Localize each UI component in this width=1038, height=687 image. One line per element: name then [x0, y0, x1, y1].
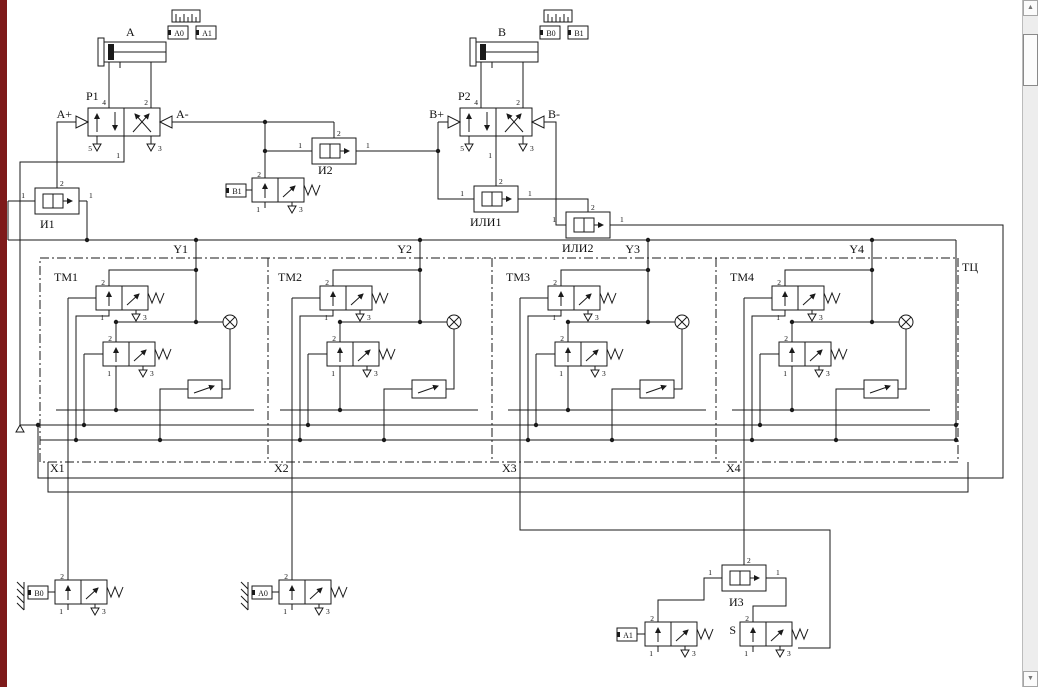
valve-b1[interactable]: [246, 170, 320, 214]
p2-port2-label: 2: [516, 98, 520, 107]
sensor-b0-label: B0: [34, 589, 43, 598]
sensor-box-b0-top[interactable]: B0: [539, 25, 561, 40]
sensor-b1-label: B1: [232, 187, 241, 196]
cylinder-b-label: B: [498, 25, 506, 39]
left-panel-strip: [0, 0, 7, 687]
valve-a0-bottom[interactable]: [240, 572, 347, 616]
p1-port5-label: 5: [88, 144, 92, 153]
wiring-top-left: [7, 62, 335, 433]
pilot-b-plus-label: B+: [429, 107, 444, 121]
cylinder-b[interactable]: [469, 9, 573, 68]
x3-label: X3: [502, 461, 517, 475]
sensor-a1-label: A1: [623, 631, 633, 640]
and-i2-label: И2: [318, 163, 333, 177]
valve-p1-label: P1: [86, 89, 99, 103]
schematic-canvas[interactable]: 2 1 3 1 2 1: [7, 0, 1022, 687]
p2-port5-label: 5: [460, 144, 464, 153]
sensor-a1-label: A1: [202, 29, 212, 38]
pilot-a-plus-label: A+: [57, 107, 73, 121]
tm4-label: TM4: [730, 270, 754, 284]
p1-port1-label: 1: [116, 151, 120, 160]
x4-label: X4: [726, 461, 741, 475]
sensor-a0-label: A0: [258, 589, 268, 598]
timer-module-tm2[interactable]: [280, 268, 478, 462]
wiring-y-x-lines: [67, 240, 873, 649]
scroll-up-icon: ▲: [1027, 4, 1034, 11]
p1-port4-label: 4: [102, 98, 106, 107]
cylinder-a[interactable]: [97, 9, 201, 68]
y2-label: Y2: [397, 242, 412, 256]
sensor-a0-label: A0: [174, 29, 184, 38]
scroll-up-button[interactable]: ▲: [1023, 0, 1038, 16]
sensor-box-b1-valve[interactable]: B1: [225, 183, 247, 198]
valve-a1-bottom[interactable]: [637, 614, 713, 658]
tm1-label: TM1: [54, 270, 78, 284]
wiring-i3-group: [657, 577, 787, 616]
y1-label: Y1: [173, 242, 188, 256]
and-element-i3[interactable]: [708, 556, 780, 591]
vertical-scrollbar[interactable]: ▲ ▼: [1022, 0, 1038, 687]
or2-label: ИЛИ2: [562, 241, 593, 255]
y4-label: Y4: [849, 242, 864, 256]
or-element-or2[interactable]: [552, 203, 624, 238]
tm2-label: TM2: [278, 270, 302, 284]
p1-port2-label: 2: [144, 98, 148, 107]
timer-enclosure-border: [39, 257, 959, 463]
sensor-b0-label: B0: [546, 29, 555, 38]
sensor-b1-label: B1: [574, 29, 583, 38]
s-valve-label: S: [729, 623, 736, 637]
wiring-bus: [8, 239, 969, 493]
p2-port4-label: 4: [474, 98, 478, 107]
diagram-labels: A B P1 P2 4 2 5 1 3 4 2 5 1 3 A+ A- B+ B…: [40, 25, 978, 637]
junction-dots: [35, 119, 959, 443]
timer-module-tm4[interactable]: [732, 268, 930, 462]
x2-label: X2: [274, 461, 289, 475]
valve-b0-bottom[interactable]: [16, 572, 123, 616]
tc-label: ТЦ: [962, 260, 978, 274]
sensor-box-a0-valve[interactable]: A0: [251, 585, 273, 600]
pilot-a-minus-label: A-: [176, 107, 189, 121]
and-i1-label: И1: [40, 217, 55, 231]
valve-s-bottom[interactable]: [740, 614, 808, 658]
sensor-box-a1-top[interactable]: A1: [195, 25, 217, 40]
p2-port3-label: 3: [530, 144, 534, 153]
and-i3-label: И3: [729, 595, 744, 609]
cylinder-a-label: A: [126, 25, 135, 39]
sensor-box-a1-valve[interactable]: A1: [616, 627, 638, 642]
timer-module-tm3[interactable]: [508, 268, 706, 462]
scrollbar-thumb[interactable]: [1023, 34, 1038, 86]
wiring-top-right: [37, 62, 1004, 479]
sensor-box-b1-top[interactable]: B1: [567, 25, 589, 40]
p1-port3-label: 3: [158, 144, 162, 153]
tm3-label: TM3: [506, 270, 530, 284]
sensor-box-b0-valve[interactable]: B0: [27, 585, 49, 600]
p2-port1-label: 1: [488, 151, 492, 160]
scroll-down-button[interactable]: ▼: [1023, 671, 1038, 687]
and-element-i1[interactable]: [21, 179, 93, 214]
and-element-i2[interactable]: [298, 129, 370, 164]
or1-label: ИЛИ1: [470, 215, 501, 229]
y3-label: Y3: [625, 242, 640, 256]
pilot-b-minus-label: B-: [548, 107, 560, 121]
timer-module-tm1[interactable]: [56, 268, 254, 462]
or-element-or1[interactable]: [460, 177, 532, 212]
valve-p2-label: P2: [458, 89, 471, 103]
sensor-box-a0-top[interactable]: A0: [167, 25, 189, 40]
x1-label: X1: [50, 461, 65, 475]
scroll-down-icon: ▼: [1027, 675, 1034, 682]
